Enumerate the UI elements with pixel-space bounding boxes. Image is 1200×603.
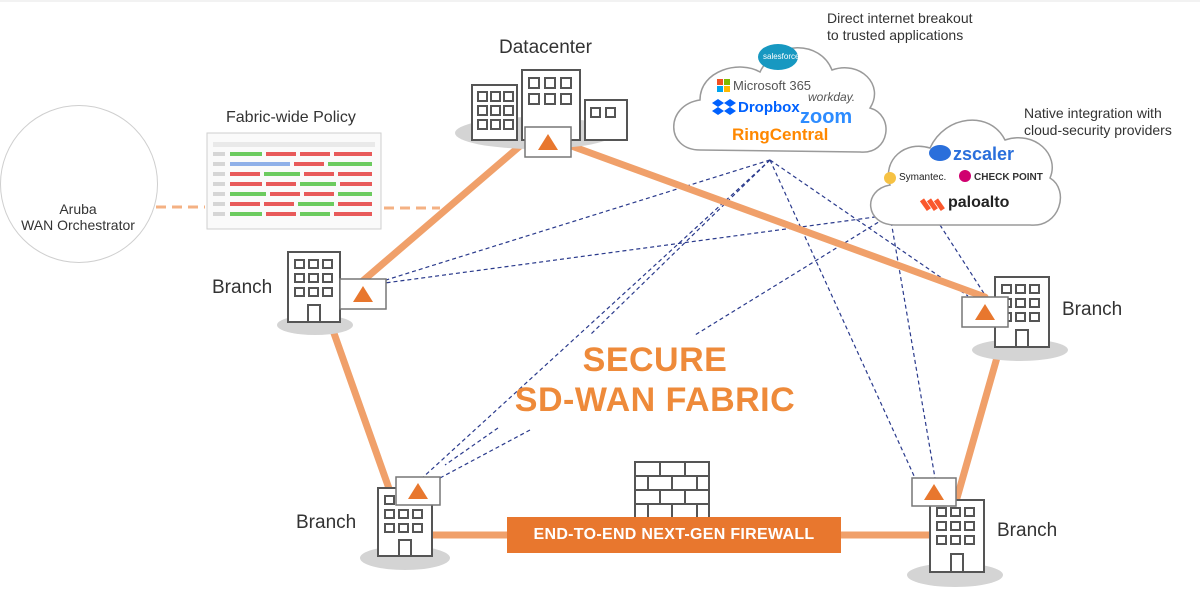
datacenter-label: Datacenter — [499, 37, 592, 58]
branch-label-right-bottom: Branch — [997, 520, 1058, 541]
paloalto-logo-text: paloalto — [948, 194, 1010, 211]
branch-building — [287, 251, 341, 323]
branch-label-left-bottom: Branch — [296, 512, 357, 533]
branch-label-right-top: Branch — [1062, 299, 1123, 320]
sdwan-appliance — [961, 296, 1009, 328]
fabric-title: SECURE SD-WAN FABRIC — [505, 340, 805, 420]
sdwan-appliance — [395, 476, 441, 506]
orchestrator-circle — [0, 105, 158, 263]
fabric-line1: SECURE — [582, 341, 728, 379]
saas-cloud — [673, 47, 887, 153]
security-caption: Native integration with cloud-security p… — [1024, 105, 1172, 138]
checkpoint-logo — [959, 170, 971, 182]
dropbox-logo — [712, 99, 736, 115]
firewall-icon — [634, 461, 710, 519]
sdwan-appliance — [339, 278, 387, 310]
ringcentral-logo-text: RingCentral — [732, 125, 829, 144]
fabric-links — [326, 136, 1004, 539]
zscaler-logo-text: zscaler — [953, 144, 1015, 164]
orchestrator-line1: Aruba — [59, 201, 97, 217]
firewall-banner: END-TO-END NEXT-GEN FIREWALL — [507, 517, 841, 553]
fabric-line2: SD-WAN FABRIC — [514, 381, 796, 419]
saas-caption: Direct internet breakout to trusted appl… — [827, 10, 973, 43]
branch-building — [929, 499, 985, 573]
symantec-logo-text: Symantec. — [899, 172, 947, 183]
zoom-logo-text: zoom — [800, 106, 853, 128]
paloalto-logo — [919, 198, 945, 212]
salesforce-logo-text: salesforce — [763, 52, 800, 61]
symantec-logo — [884, 172, 896, 184]
microsoft-logo-text: Microsoft 365 — [733, 78, 812, 93]
policy-table — [206, 132, 382, 230]
checkpoint-logo-text: CHECK POINT — [974, 172, 1043, 183]
sdwan-appliance — [524, 126, 572, 158]
policy-rows — [230, 152, 372, 216]
branch-label-left-top: Branch — [212, 277, 273, 298]
dropbox-logo-text: Dropbox — [738, 99, 800, 116]
orchestrator-label: Aruba WAN Orchestrator — [0, 201, 156, 233]
orchestrator-line2: WAN Orchestrator — [21, 217, 135, 233]
zscaler-logo — [929, 145, 951, 161]
salesforce-logo — [758, 44, 798, 70]
policy-title: Fabric-wide Policy — [226, 109, 356, 126]
internet-breakout-links — [369, 159, 986, 481]
workday-logo-text: workday. — [808, 90, 856, 104]
microsoft-logo — [717, 79, 730, 92]
sdwan-appliance — [911, 477, 957, 507]
